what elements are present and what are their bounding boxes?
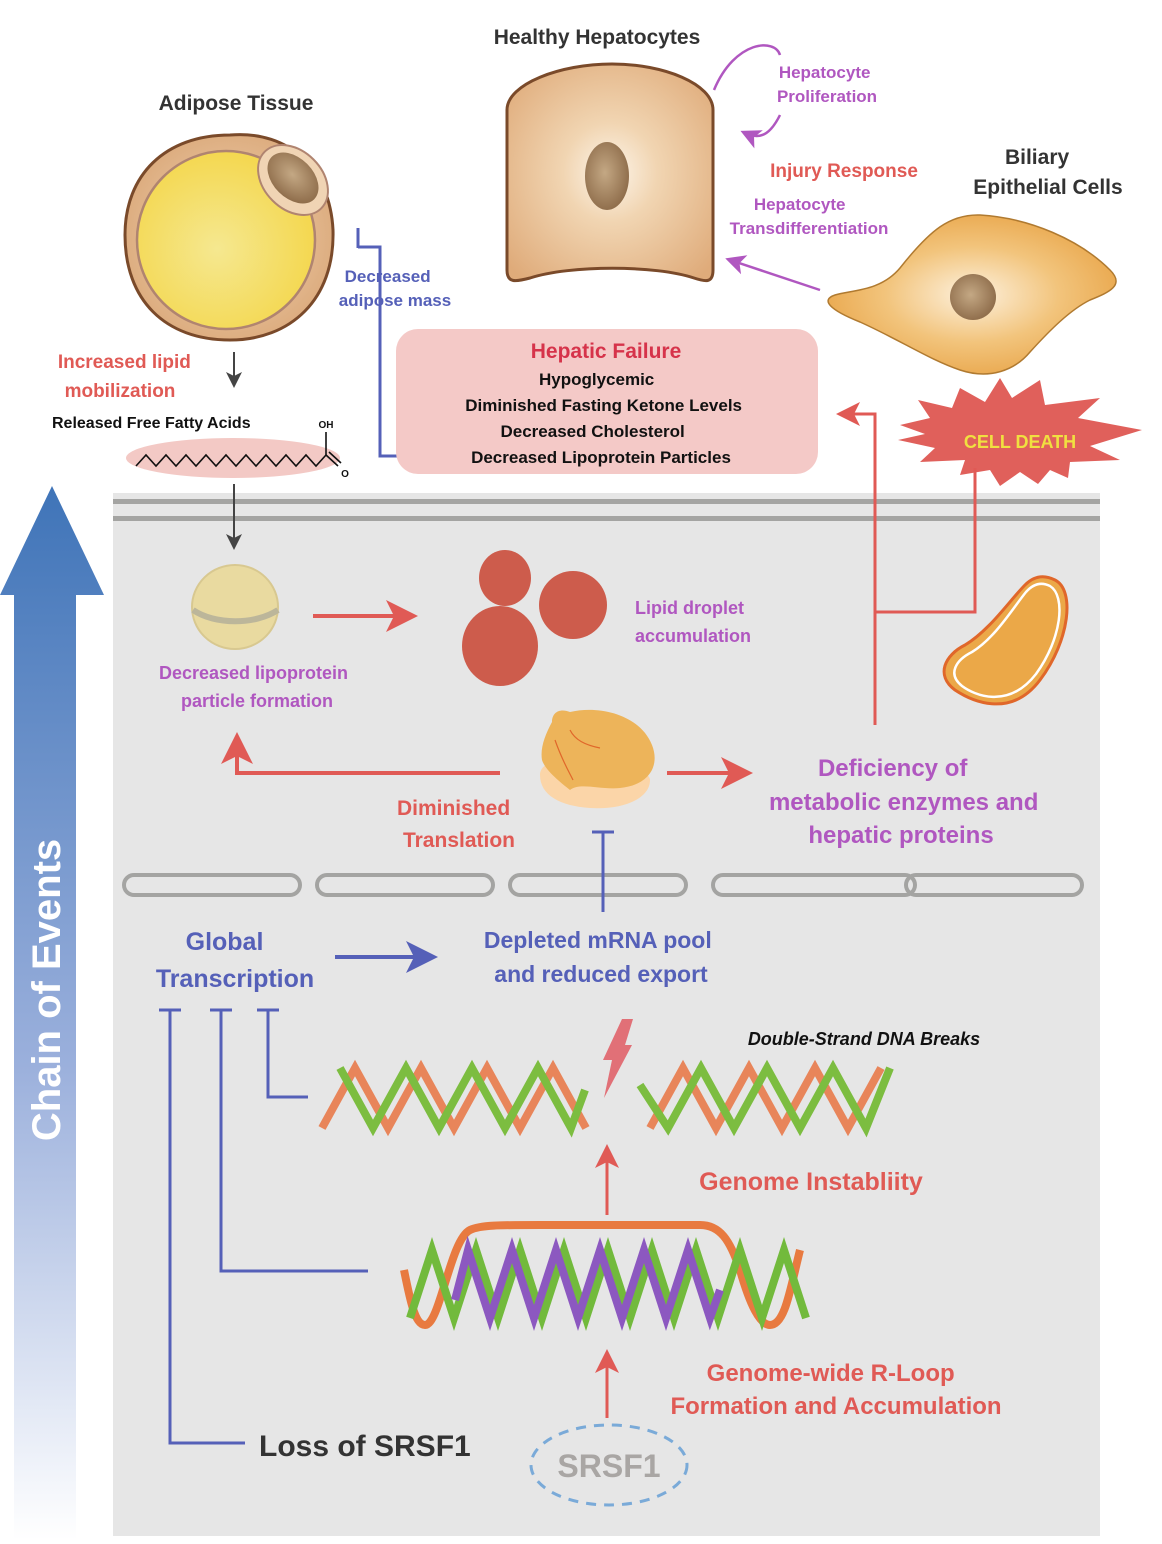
hepatocyte-transdifferentiation-label: Hepatocyte Transdifferentiation [730,195,889,238]
nuclear-envelope-segment [315,873,495,897]
nuclear-envelope-segment [711,873,917,897]
hepatic-failure-box: Hepatic Failure Hypoglycemic Diminished … [396,329,818,474]
srsf1-label: SRSF1 [557,1448,660,1484]
hepatic-failure-list: Hypoglycemic Diminished Fasting Ketone L… [465,370,747,467]
nuclear-envelope-segment [508,873,688,897]
hepatic-failure-item: Decreased Cholesterol [501,422,685,441]
cell-death-label: CELL DEATH [964,432,1076,452]
hepatic-failure-item: Decreased Lipoprotein Particles [471,448,731,467]
inhibit-transcription-lines [159,1008,368,1445]
proliferation-arrow [712,44,782,136]
arrow-deficiency-to-hepatic-failure [836,402,877,725]
fatty-acid-molecule-icon: OH O [126,420,349,480]
rloop-dna-icon [400,1221,810,1331]
inhibit-from-rloop [219,1010,368,1273]
srsf1-protein-icon: SRSF1 [529,1423,689,1507]
chain-of-events-label: Chain of Events [25,839,69,1141]
nuclear-envelope [122,873,1084,897]
oh-label: OH [319,420,334,431]
decreased-lipoprotein-label: Decreased lipoprotein particle formation [159,663,353,711]
increased-lipid-mobilization-label: Increased lipid mobilization [58,352,196,402]
genome-instability-label: Genome Instabliity [699,1168,923,1196]
ribosome-icon [540,709,655,809]
released-ffa-label: Released Free Fatty Acids [52,415,251,432]
diminished-translation-label: Diminished Translation [397,797,516,852]
lipid-droplets-icon [462,550,607,686]
adipose-tissue-title: Adipose Tissue [159,92,314,115]
loss-of-srsf1-label: Loss of SRSF1 [259,1430,471,1463]
hepatic-failure-title: Hepatic Failure [531,340,682,363]
lipoprotein-particle-icon [191,564,280,650]
arrow-translation-to-lipoprotein [221,732,500,775]
transdifferentiation-arrow [725,255,821,292]
inhibit-translation-line [592,830,614,912]
cell-death-burst: CELL DEATH [898,378,1142,486]
adipocyte-icon [123,133,335,342]
injury-response-label: Injury Response [770,161,918,182]
hepatic-failure-item: Hypoglycemic [539,370,654,389]
nuclear-envelope-segment [122,873,302,897]
deficiency-label: Deficiency of metabolic enzymes and hepa… [769,755,1045,849]
mitochondrion-icon [942,575,1069,706]
o-label: O [341,469,349,480]
healthy-hepatocytes-title: Healthy Hepatocytes [494,26,701,49]
hepatocyte-proliferation-label: Hepatocyte Proliferation [777,63,877,106]
rloop-formation-label: Genome-wide R-Loop Formation and Accumul… [670,1360,1001,1420]
chain-of-events-arrow: Chain of Events [0,486,104,1540]
inhibit-from-srsf1-loss [168,1010,245,1445]
nuclear-envelope-segment [904,873,1084,897]
cell-membrane-inner [113,516,1100,521]
lightning-break-icon [603,1019,633,1098]
hepatic-failure-item: Diminished Fasting Ketone Levels [465,396,742,415]
biliary-epithelial-cells-title: Biliary Epithelial Cells [973,146,1122,199]
broken-dna-icon [318,1059,894,1138]
depleted-mrna-label: Depleted mRNA pool and reduced export [484,927,718,987]
global-transcription-label: Global Transcription [156,928,314,993]
dsb-label: Double-Strand DNA Breaks [748,1029,980,1049]
decreased-adipose-mass-label: Decreased adipose mass [339,267,451,310]
lipid-droplet-label: Lipid droplet accumulation [635,598,751,646]
inhibit-from-dsb [266,1010,308,1099]
biliary-cell-icon [827,214,1117,375]
hepatocyte-cell-icon [505,62,715,283]
cell-death-connector [875,468,977,614]
cell-membrane-outer [113,499,1100,504]
